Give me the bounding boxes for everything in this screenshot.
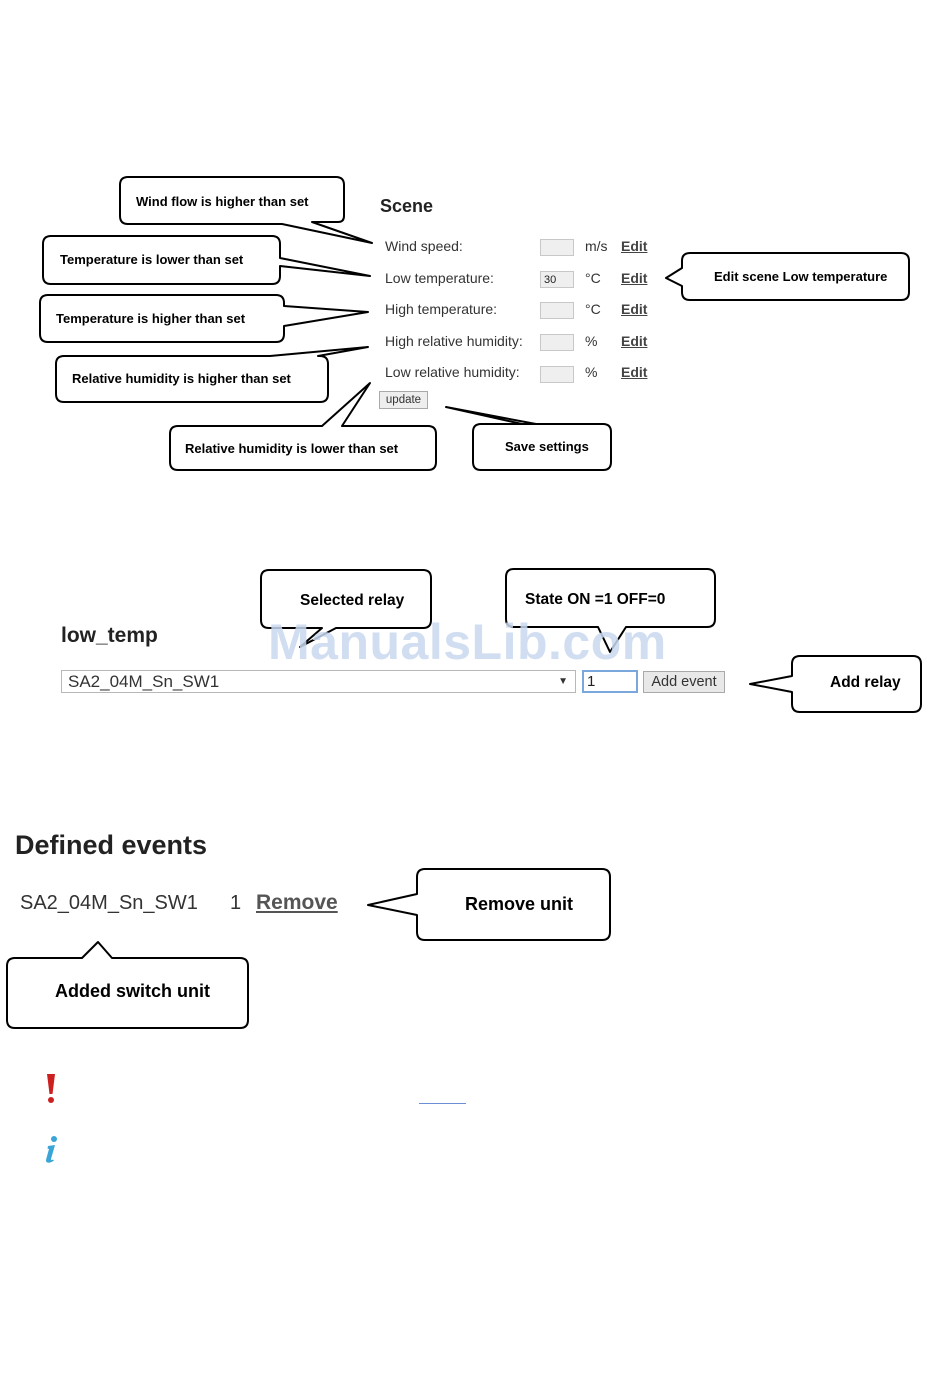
callout-hum-low-text: Relative humidity is lower than set <box>185 441 399 456</box>
callout-wind-bubble <box>119 176 373 244</box>
callout-save-text: Save settings <box>505 439 589 454</box>
watermark: ManualsLib.com <box>268 614 667 670</box>
low-hum-edit-link[interactable]: Edit <box>621 364 648 380</box>
update-button[interactable]: update <box>379 391 428 409</box>
callout-hum-high-text: Relative humidity is higher than set <box>72 371 291 386</box>
low-temp-edit-link[interactable]: Edit <box>621 270 648 286</box>
scene-title: Scene <box>380 196 434 216</box>
add-event-button[interactable]: Add event <box>643 671 725 693</box>
low-hum-unit: % <box>585 364 598 380</box>
link-underline <box>419 1103 466 1104</box>
callout-temp-high-text: Temperature is higher than set <box>56 311 246 326</box>
scene-row-high-temp: High temperature: <box>385 301 497 319</box>
high-hum-input[interactable] <box>540 334 574 351</box>
scene-row-wind: Wind speed: <box>385 238 463 256</box>
high-temp-label: High temperature: <box>385 301 498 317</box>
scene-row-low-temp: Low temperature: <box>385 270 494 288</box>
exclamation-icon <box>40 1072 62 1106</box>
callout-state-text: State ON =1 OFF=0 <box>525 591 666 608</box>
callout-edit-low-text: Edit scene Low temperature <box>714 269 888 284</box>
callout-temp-low-text: Temperature is lower than set <box>60 252 244 267</box>
high-temp-unit: °C <box>585 301 601 317</box>
scene-row-high-hum: High relative humidity: <box>385 333 523 351</box>
relay-title: low_temp <box>61 624 158 647</box>
callout-remove-unit-text: Remove unit <box>465 894 574 914</box>
low-temp-input[interactable]: 30 <box>540 271 574 288</box>
high-hum-edit-link[interactable]: Edit <box>621 333 648 349</box>
callout-added-switch-text: Added switch unit <box>55 981 210 1001</box>
high-temp-input[interactable] <box>540 302 574 319</box>
state-input[interactable]: 1 <box>582 670 638 693</box>
wind-speed-label: Wind speed: <box>385 238 463 254</box>
high-hum-label: High relative humidity: <box>385 333 523 349</box>
event-state-value: 1 <box>230 892 242 914</box>
dropdown-arrow-icon: ▼ <box>558 676 568 687</box>
relay-select[interactable]: SA2_04M_Sn_SW1 ▼ <box>61 670 576 693</box>
low-temp-unit: °C <box>585 270 601 286</box>
scene-row-low-hum: Low relative humidity: <box>385 364 520 382</box>
wind-speed-input[interactable] <box>540 239 574 256</box>
low-hum-label: Low relative humidity: <box>385 364 520 380</box>
wind-speed-edit-link[interactable]: Edit <box>621 238 648 254</box>
low-hum-input[interactable] <box>540 366 574 383</box>
relay-select-value: SA2_04M_Sn_SW1 <box>68 672 220 691</box>
callout-selected-relay-text: Selected relay <box>300 592 405 609</box>
wind-speed-unit: m/s <box>585 238 608 254</box>
high-hum-unit: % <box>585 333 598 349</box>
high-temp-edit-link[interactable]: Edit <box>621 301 648 317</box>
info-icon <box>40 1134 62 1164</box>
callout-wind-text: Wind flow is higher than set <box>136 194 309 209</box>
defined-events-title: Defined events <box>15 830 208 860</box>
callout-add-relay-text: Add relay <box>830 674 901 691</box>
low-temp-label: Low temperature: <box>385 270 494 286</box>
event-unit-name: SA2_04M_Sn_SW1 <box>20 892 198 914</box>
remove-link[interactable]: Remove <box>256 891 338 914</box>
